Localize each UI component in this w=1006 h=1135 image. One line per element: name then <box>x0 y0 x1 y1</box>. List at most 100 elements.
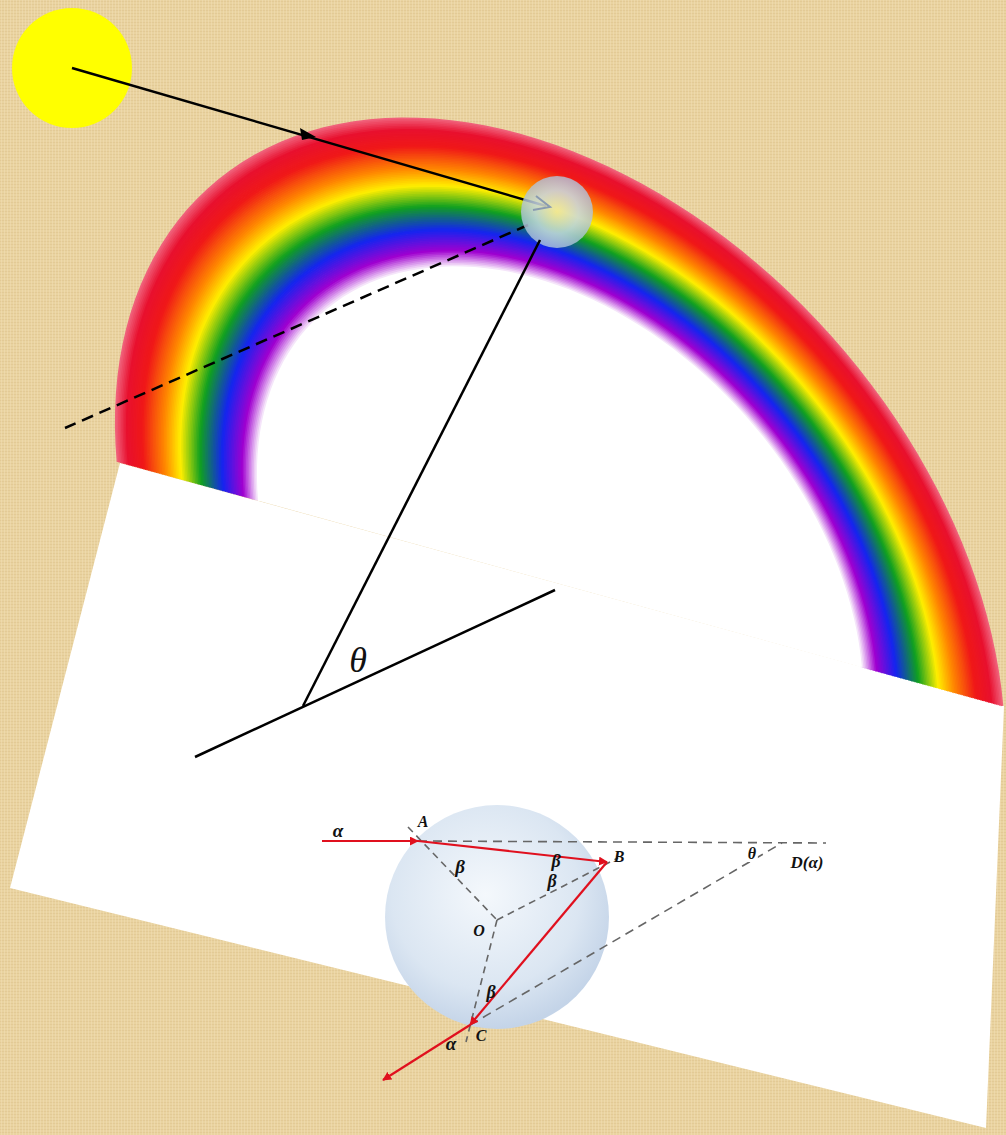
rainbow-band <box>247 256 871 670</box>
rainbow-band <box>138 142 980 700</box>
rainbow-band <box>160 165 958 694</box>
rainbow-band <box>157 162 961 695</box>
rainbow-band <box>244 253 875 671</box>
rainbow-band <box>118 120 1001 705</box>
ray-arrow <box>300 128 316 140</box>
rainbow-band <box>253 263 865 669</box>
rainbow-band <box>187 193 931 686</box>
rainbow-band <box>246 254 874 670</box>
rainbow-band <box>173 178 945 690</box>
rainbow-band <box>198 205 920 684</box>
rainbow-band <box>151 155 967 696</box>
incident-ray <box>322 840 418 842</box>
rainbow-band <box>175 180 944 690</box>
rainbow-band <box>194 200 925 685</box>
rainbow-band <box>146 150 972 698</box>
rainbow-band <box>165 170 953 693</box>
geometry-label: α <box>333 821 344 840</box>
rainbow-band <box>239 248 879 672</box>
sight-line <box>303 240 540 706</box>
rainbow-band <box>231 240 887 675</box>
rainbow-interior <box>258 268 860 667</box>
rainbow-band <box>258 268 860 667</box>
dashed-line <box>470 843 782 1025</box>
rainbow-band <box>186 192 933 687</box>
reflected-ray <box>470 862 607 1025</box>
rainbow-band <box>129 132 990 703</box>
rainbow-band <box>121 124 997 705</box>
geometry-label: β <box>547 872 556 890</box>
rainbow-band <box>164 168 955 693</box>
rainbow-band <box>168 173 950 691</box>
rainbow-band <box>201 208 917 683</box>
rainbow-band <box>141 145 976 699</box>
rainbow-band <box>119 122 998 705</box>
rainbow-band <box>179 185 939 689</box>
geometry-label: β <box>486 983 495 1001</box>
rainbow-band <box>208 215 911 681</box>
rainbow-band <box>182 188 936 688</box>
refracted-ray <box>418 841 607 862</box>
rainbow-band <box>130 134 987 702</box>
rainbow-band <box>134 137 985 701</box>
geometry-label: β <box>455 857 465 876</box>
rainbow-band <box>153 157 966 696</box>
geometry-label: θ <box>746 846 758 862</box>
ray-arrowhead <box>533 196 550 210</box>
rainbow-band <box>145 149 974 699</box>
geometry-label: α <box>446 1034 457 1053</box>
rainbow-band <box>230 238 889 675</box>
rainbow-band <box>154 158 964 695</box>
rainbow-band <box>137 140 982 700</box>
rainbow-band <box>233 241 886 674</box>
rainbow-band <box>219 226 900 678</box>
rainbow-band <box>149 153 969 696</box>
rainbow-band <box>123 125 996 704</box>
rainbow-band <box>255 264 864 668</box>
droplet-geometry <box>322 805 826 1080</box>
rainbow-band <box>216 223 903 679</box>
rainbow-band <box>126 129 993 704</box>
rainbow-band <box>209 216 909 680</box>
rainbow-band <box>167 172 952 692</box>
rainbow-band <box>148 152 971 697</box>
rainbow-band <box>214 221 905 679</box>
rainbow-band <box>211 218 908 680</box>
geometry-label: C <box>476 1028 487 1044</box>
rainbow-band <box>241 249 878 671</box>
rainbow-band <box>116 119 1002 706</box>
rainbow-band <box>171 177 947 691</box>
geometry-label: D(α) <box>790 854 823 871</box>
rainbow-band <box>257 266 862 667</box>
rainbow-band <box>181 187 938 689</box>
rainbow-arc <box>116 119 1002 706</box>
rainbow-band <box>162 167 956 694</box>
rainbow-band <box>124 127 994 704</box>
rainbow-band <box>249 258 870 670</box>
rainbow-band <box>236 244 882 673</box>
emergent-ray <box>383 1025 470 1080</box>
rainbow-band <box>132 135 986 701</box>
rainbow-band <box>159 163 960 694</box>
rainbow-band <box>228 236 890 675</box>
rainbow-band <box>170 175 949 691</box>
rainbow-band <box>224 231 896 676</box>
rainbow-band <box>143 147 975 699</box>
sun-ray <box>72 68 546 206</box>
rainbow-band <box>242 251 876 671</box>
rainbow-band <box>135 139 983 701</box>
rainbow-band <box>178 183 941 689</box>
rainbow-band <box>225 233 893 676</box>
rainbow-band <box>205 211 914 681</box>
geometry-label: β <box>551 852 560 870</box>
angle-label: θ <box>349 642 367 678</box>
geometry-label: O <box>473 923 485 939</box>
rainbow-band <box>190 196 928 685</box>
drop-circle <box>385 805 609 1029</box>
rainbow-band <box>250 259 868 669</box>
rainbow-band <box>222 230 897 677</box>
rainbow-band <box>192 198 927 685</box>
rainbow-band <box>217 225 901 679</box>
